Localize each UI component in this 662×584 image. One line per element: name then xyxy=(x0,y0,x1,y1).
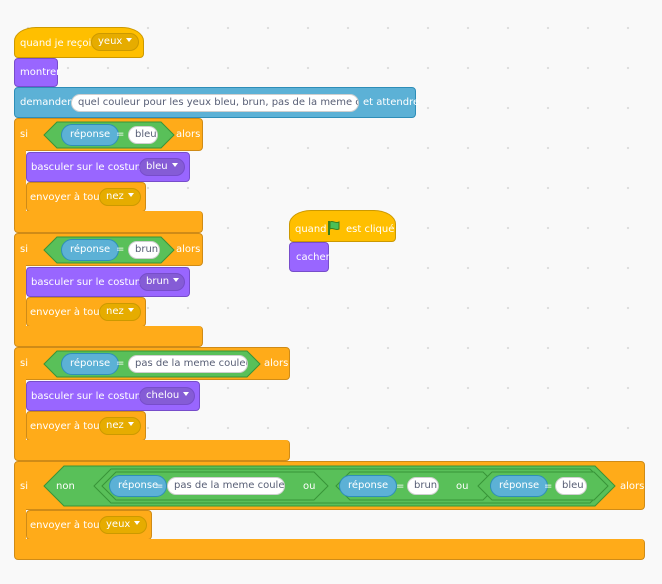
if-block-4-arm xyxy=(14,509,26,540)
message-dropdown[interactable]: nez xyxy=(99,303,141,321)
switch-costume-block-3[interactable]: basculer sur le costume chelou xyxy=(26,381,200,411)
equals-sign: = xyxy=(116,358,125,369)
if-block-1-bottom xyxy=(14,211,203,233)
chevron-down-icon xyxy=(127,422,134,426)
broadcast-label: envoyer à tous xyxy=(30,421,105,432)
ask-label: demander xyxy=(20,97,72,108)
when-i-receive-label: quand je reçois xyxy=(20,38,97,49)
answer-reporter[interactable]: réponse xyxy=(109,475,168,497)
broadcast-block-4[interactable]: envoyer à tous yeux xyxy=(26,510,152,540)
answer-reporter[interactable]: réponse xyxy=(61,124,120,146)
show-block[interactable]: montrer xyxy=(14,58,61,87)
equals-sign: = xyxy=(116,244,125,255)
if-block-1[interactable]: si réponse = bleu alors xyxy=(14,118,203,151)
chevron-down-icon xyxy=(127,193,134,197)
then-label: alors xyxy=(264,358,289,369)
if-block-2-bottom xyxy=(14,326,203,347)
if-label: si xyxy=(20,129,28,140)
show-label: montrer xyxy=(20,67,61,78)
compare-value-input[interactable]: bleu xyxy=(128,126,158,144)
broadcast-block-3[interactable]: envoyer à tous nez xyxy=(26,411,146,441)
answer-reporter[interactable]: réponse xyxy=(490,475,549,497)
if-label: si xyxy=(20,358,28,369)
broadcast-label: envoyer à tous xyxy=(30,520,105,531)
costume-dropdown[interactable]: chelou xyxy=(139,387,195,405)
or-label: ou xyxy=(456,481,469,492)
answer-reporter[interactable]: réponse xyxy=(61,353,120,375)
compare-value-input[interactable]: pas de la meme couleur xyxy=(128,355,248,373)
chevron-down-icon xyxy=(126,38,133,42)
when-label: quand xyxy=(295,224,327,235)
if-block-2-arm xyxy=(14,265,26,327)
switch-costume-label: basculer sur le costume xyxy=(31,277,151,288)
when-flag-clicked-hat-block[interactable]: quand est cliqué xyxy=(289,210,396,242)
not-label: non xyxy=(56,481,75,492)
message-dropdown[interactable]: nez xyxy=(99,188,141,206)
if-block-2[interactable]: si réponse = brun alors xyxy=(14,233,203,266)
then-label: alors xyxy=(620,481,645,492)
switch-costume-block-2[interactable]: basculer sur le costume brun xyxy=(26,267,190,297)
if-block-3-bottom xyxy=(14,440,290,461)
chevron-down-icon xyxy=(127,308,134,312)
if-label: si xyxy=(20,244,28,255)
and-wait-label: et attendre xyxy=(363,97,420,108)
equals-sign: = xyxy=(544,481,553,492)
broadcast-block-1[interactable]: envoyer à tous nez xyxy=(26,182,146,212)
then-label: alors xyxy=(176,129,201,140)
hide-block[interactable]: cacher xyxy=(289,242,330,272)
then-label: alors xyxy=(176,244,201,255)
equals-sign: = xyxy=(116,129,125,140)
if-block-3-arm xyxy=(14,379,26,441)
green-flag-icon xyxy=(328,220,340,235)
if-label: si xyxy=(20,481,28,492)
compare-value-input[interactable]: pas de la meme couleur xyxy=(167,477,285,495)
if-block-3[interactable]: si réponse = pas de la meme couleur alor… xyxy=(14,347,290,380)
switch-costume-label: basculer sur le costume xyxy=(31,391,151,402)
switch-costume-label: basculer sur le costume xyxy=(31,162,151,173)
answer-reporter[interactable]: réponse xyxy=(339,475,398,497)
chevron-down-icon xyxy=(134,521,141,525)
if-block-1-arm xyxy=(14,150,26,212)
broadcast-block-2[interactable]: envoyer à tous nez xyxy=(26,297,146,327)
compare-value-input[interactable]: bleu xyxy=(555,477,587,495)
answer-reporter[interactable]: réponse xyxy=(61,239,120,261)
costume-dropdown[interactable]: brun xyxy=(139,273,185,291)
message-dropdown[interactable]: yeux xyxy=(99,516,147,534)
chevron-down-icon xyxy=(173,278,180,282)
compare-value-input[interactable]: brun xyxy=(128,241,160,259)
equals-sign: = xyxy=(396,481,405,492)
message-dropdown[interactable]: yeux xyxy=(91,33,139,51)
message-dropdown[interactable]: nez xyxy=(99,417,141,435)
chevron-down-icon xyxy=(171,163,178,167)
chevron-down-icon xyxy=(183,392,190,396)
equals-sign: = xyxy=(155,481,164,492)
is-clicked-label: est cliqué xyxy=(346,224,395,235)
if-block-4-bottom xyxy=(14,539,645,560)
ask-and-wait-block[interactable]: demander quel couleur pour les yeux bleu… xyxy=(14,87,420,118)
question-input[interactable]: quel couleur pour les yeux bleu, brun, p… xyxy=(71,94,359,112)
hide-label: cacher xyxy=(296,252,330,263)
if-block-4[interactable]: si non réponse = pas de la meme couleur … xyxy=(14,461,645,510)
costume-dropdown[interactable]: bleu xyxy=(139,158,185,176)
compare-value-input[interactable]: brun xyxy=(407,477,439,495)
switch-costume-block-1[interactable]: basculer sur le costume bleu xyxy=(26,152,190,182)
or-label: ou xyxy=(303,481,316,492)
when-i-receive-hat-block[interactable]: quand je reçois yeux xyxy=(14,27,144,58)
broadcast-label: envoyer à tous xyxy=(30,192,105,203)
broadcast-label: envoyer à tous xyxy=(30,307,105,318)
